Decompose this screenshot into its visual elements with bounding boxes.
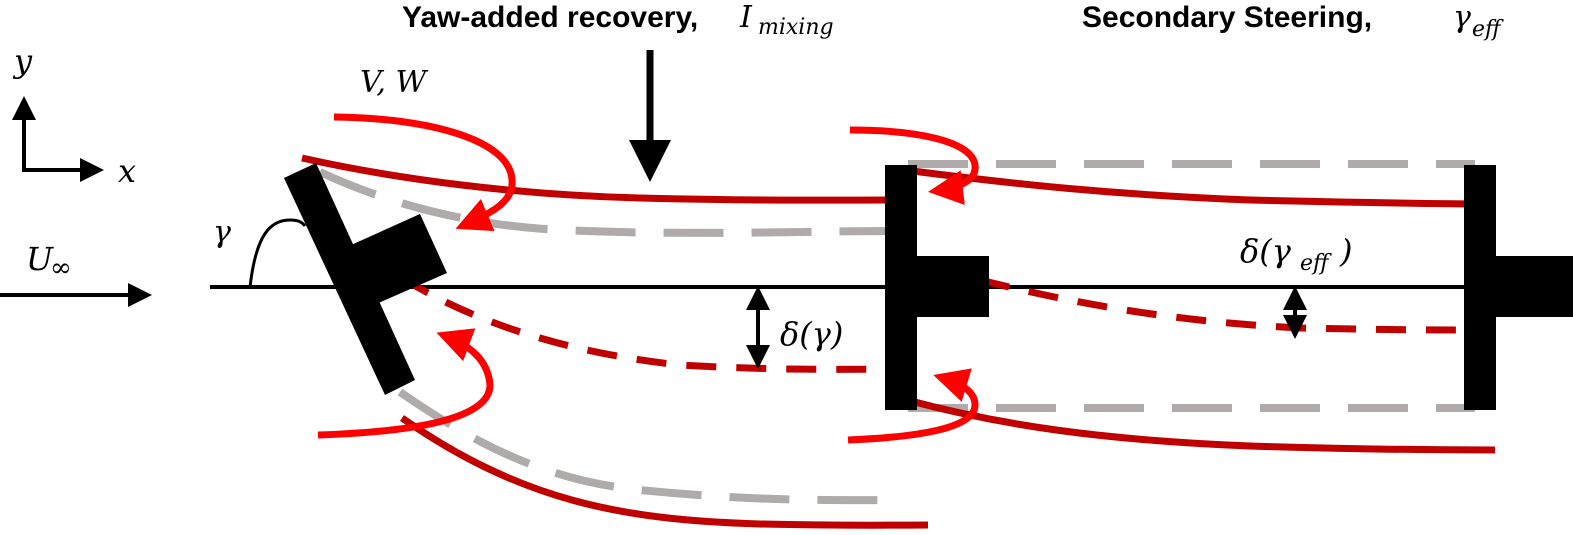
deflection-downstream-subscript: eff xyxy=(1300,251,1332,276)
x-axis-label: x xyxy=(118,152,136,190)
title-secondary-steering-text: Secondary Steering, xyxy=(1082,1,1372,34)
downstream-wake-boundary-top xyxy=(904,166,1496,208)
upstream-yawed-turbine xyxy=(284,163,447,395)
coordinate-axes: y x xyxy=(11,42,136,190)
y-axis-label: y xyxy=(12,42,33,80)
upstream-vortex-bottom xyxy=(317,328,494,439)
downstream-turbine xyxy=(1464,165,1573,410)
title-secondary-steering-symbol: γ xyxy=(1453,0,1471,35)
upstream-nacelle xyxy=(340,214,447,308)
deflection-downstream-label: δ(γ eff ) xyxy=(1240,232,1352,276)
title-secondary-steering: Secondary Steering, γ eff xyxy=(1082,0,1504,42)
deflection-downstream-prefix: δ(γ xyxy=(1240,232,1292,270)
upstream-vortex-top xyxy=(333,113,516,232)
downstream-rotor xyxy=(1464,165,1496,410)
freestream-indicator: U ∞ xyxy=(0,240,152,307)
deflection-downstream-suffix: ) xyxy=(1339,232,1352,270)
title-yaw-added-recovery: Yaw-added recovery, I mixing xyxy=(402,0,834,40)
title-yaw-recovery-text: Yaw-added recovery, xyxy=(402,1,698,34)
downstream-wake-boundary-bottom xyxy=(906,396,1496,454)
yaw-angle-arc xyxy=(248,218,307,288)
upstream-rotor xyxy=(284,163,415,395)
velocity-components-label: V, W xyxy=(360,65,428,100)
middle-rotor xyxy=(885,165,917,410)
yaw-angle-label: γ xyxy=(213,215,231,250)
title-yaw-recovery-subscript: mixing xyxy=(758,15,834,40)
upstream-wake-centerline xyxy=(400,275,913,373)
title-secondary-steering-subscript: eff xyxy=(1472,17,1504,42)
downstream-nacelle xyxy=(1496,256,1573,317)
freestream-label: U xyxy=(26,240,54,278)
upstream-nonyawed-wake-top xyxy=(318,168,891,237)
deflection-upstream-label: δ(γ) xyxy=(780,315,843,353)
downstream-wake-centerline xyxy=(979,276,1466,334)
middle-turbine xyxy=(885,165,989,410)
title-yaw-recovery-symbol: I xyxy=(739,0,753,35)
freestream-subscript: ∞ xyxy=(50,253,72,283)
downstream-vortex-bottom xyxy=(847,368,979,444)
downstream-vortex-top xyxy=(849,126,979,206)
upstream-wake-boundary-bottom xyxy=(400,415,929,529)
upstream-wake-boundary-top xyxy=(301,154,906,204)
middle-nacelle xyxy=(917,256,989,317)
upstream-nonyawed-wake-bottom xyxy=(397,388,906,505)
